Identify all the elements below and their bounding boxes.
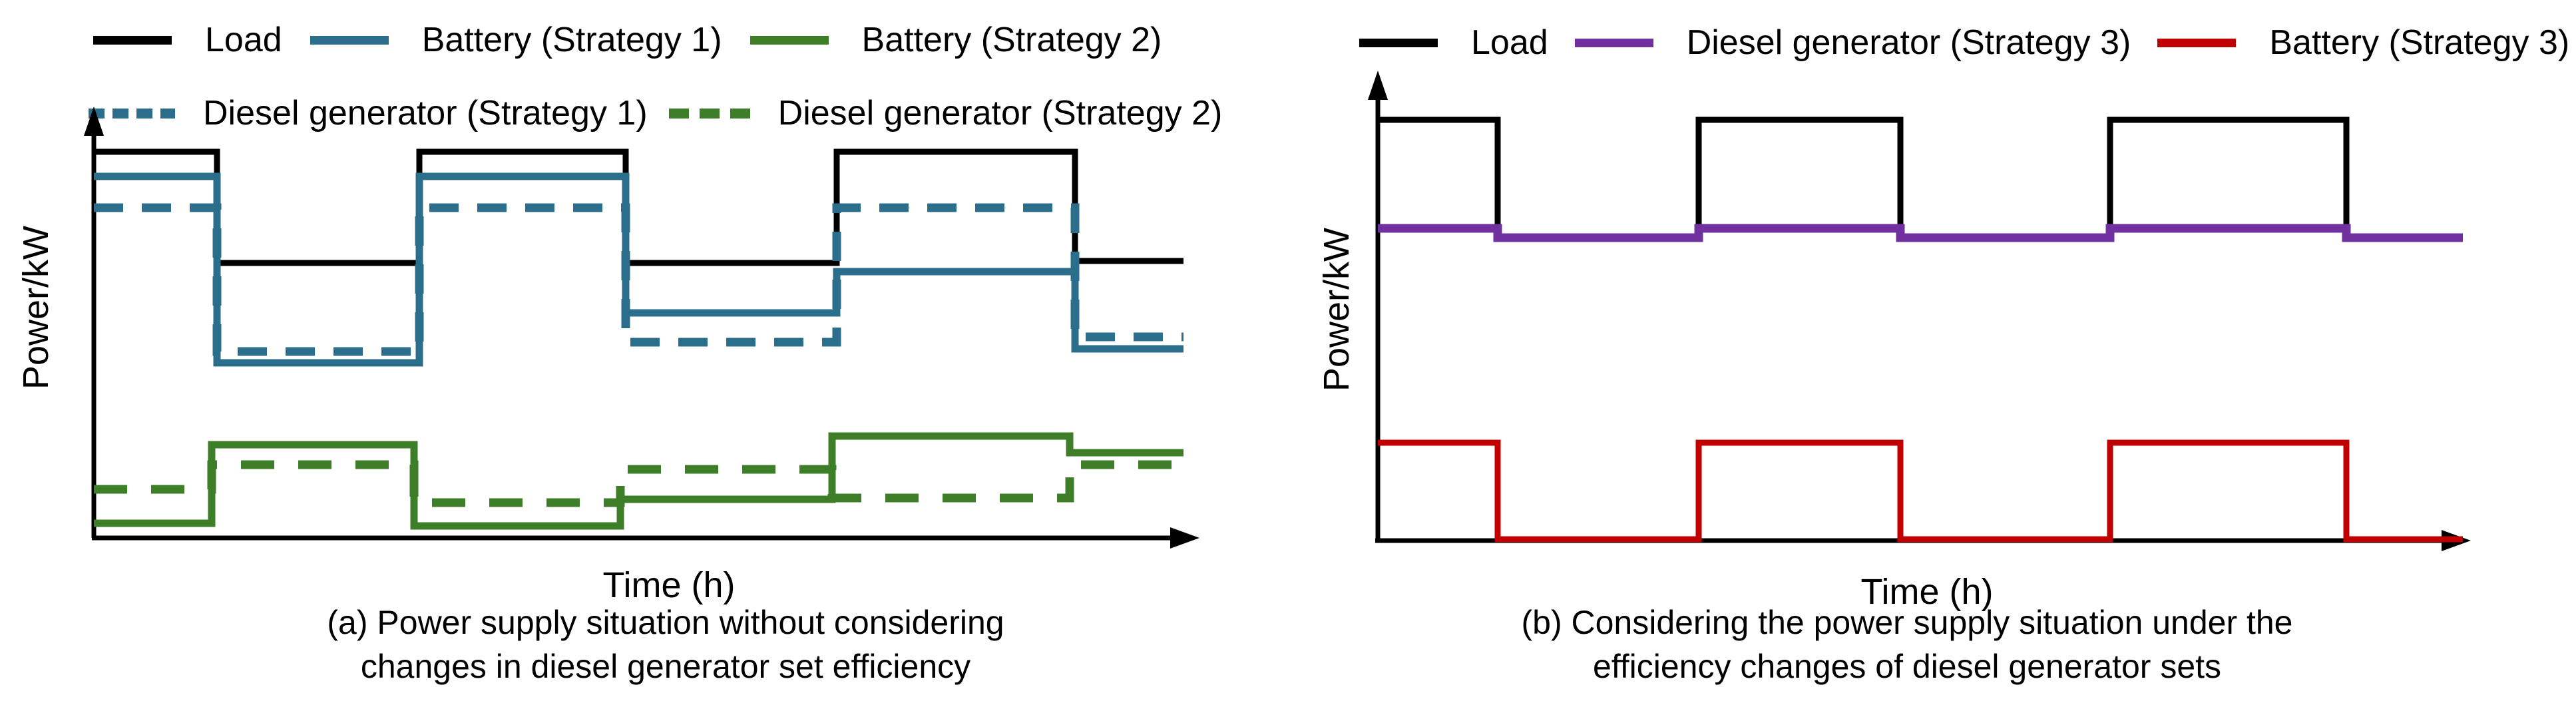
legend-swatch-battery-strategy-3	[2157, 38, 2237, 47]
panel-a-caption-line1: (a) Power supply situation without consi…	[327, 604, 1004, 641]
panel-b-series-diesel-generator-strategy-3	[1378, 224, 2463, 242]
legend-item-load: Load	[93, 23, 282, 57]
panel-a-series-diesel-generator-strategy-2	[94, 460, 1183, 507]
panel-a-caption-line2: changes in diesel generator set efficien…	[360, 648, 971, 685]
legend-item-diesel-generator-strategy-2: Diesel generator (Strategy 2)	[668, 94, 1223, 132]
panel-b-y-axis-arrow-icon	[1368, 71, 1388, 100]
legend-label-battery-strategy-1: Battery (Strategy 1)	[421, 21, 722, 59]
panel-a-series-load	[94, 148, 1183, 266]
panel-a-caption: (a) Power supply situation without consi…	[63, 600, 1268, 688]
panel-b-series-battery-strategy-3	[1378, 439, 2463, 543]
legend-label-battery-strategy-3: Battery (Strategy 3)	[2269, 23, 2570, 62]
panel-b-series-load	[1378, 117, 2460, 241]
legend-label-load: Load	[205, 21, 282, 59]
panel-b-caption: (b) Considering the power supply situati…	[1305, 600, 2509, 688]
legend-item-battery-strategy-2: Battery (Strategy 2)	[750, 23, 1162, 57]
legend-label-diesel-generator-strategy-2: Diesel generator (Strategy 2)	[777, 94, 1223, 132]
legend-item-diesel-generator-strategy-3: Diesel generator (Strategy 3)	[1574, 23, 2131, 62]
legend-swatch-load	[93, 35, 172, 45]
panel-b-caption-line1: (b) Considering the power supply situati…	[1521, 604, 2293, 641]
panel-a-series-battery-strategy-2	[94, 432, 1183, 530]
panel-a-series-diesel-generator-strategy-1	[94, 203, 1183, 356]
panel-a-series-battery-strategy-1	[94, 172, 1183, 367]
panel-a-y-axis-label: Power/kW	[16, 225, 56, 390]
legend-item-diesel-generator-strategy-1: Diesel generator (Strategy 1)	[89, 96, 648, 130]
legend-swatch-battery-strategy-2	[750, 35, 829, 45]
legend-item-load: Load	[1359, 25, 1548, 60]
legend-swatch-diesel-generator-strategy-1	[89, 108, 175, 119]
legend-label-diesel-generator-strategy-3: Diesel generator (Strategy 3)	[1686, 23, 2131, 62]
legend-item-battery-strategy-1: Battery (Strategy 1)	[310, 23, 722, 57]
panel-a-y-axis-arrow-icon	[84, 107, 104, 136]
legend-item-battery-strategy-3: Battery (Strategy 3)	[2157, 25, 2569, 60]
panel-b-legend-row: Load Diesel generator (Strategy 3) Battery…	[1359, 25, 2569, 60]
panel-a-x-axis-label: Time (h)	[602, 565, 736, 605]
panel-a-legend-row-2: Diesel generator (Strategy 1) Diesel gene…	[89, 96, 1222, 130]
legend-label-diesel-generator-strategy-1: Diesel generator (Strategy 1)	[203, 94, 648, 132]
panel-b-caption-line2: efficiency changes of diesel generator s…	[1592, 648, 2222, 685]
legend-swatch-diesel-generator-strategy-2	[668, 108, 750, 119]
legend-label-load: Load	[1471, 23, 1548, 62]
legend-swatch-battery-strategy-1	[310, 35, 389, 45]
panel-a-legend-row-1: Load Battery (Strategy 1) Battery (Strateg…	[93, 23, 1162, 57]
legend-swatch-load	[1359, 38, 1438, 47]
legend-swatch-diesel-generator-strategy-3	[1574, 38, 1653, 47]
panel-b-x-axis-label: Time (h)	[1860, 572, 1994, 612]
panel-b-y-axis-label: Power/kW	[1317, 227, 1357, 392]
panel-a-x-axis-arrow-icon	[1170, 527, 1199, 549]
legend-label-battery-strategy-2: Battery (Strategy 2)	[861, 21, 1162, 59]
